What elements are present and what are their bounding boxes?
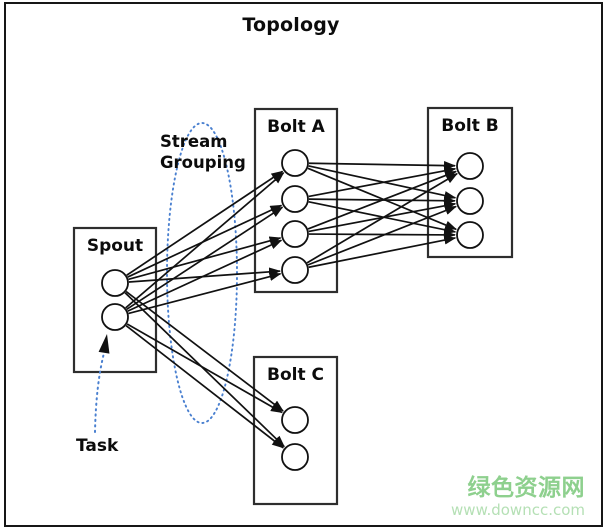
task-circle-spout-1: [101, 269, 129, 297]
stream-arrow-spout-to-bolt-c: [126, 323, 283, 414]
stream-arrow-bolt-a-to-bolt-b: [307, 205, 457, 266]
watermark-site-name: 绿色资源网: [467, 475, 585, 502]
task-circle-bolt-a-1: [281, 149, 309, 177]
stream-arrow-spout-to-bolt-c: [125, 324, 284, 449]
component-label-spout: Spout: [87, 236, 143, 256]
watermark: 绿色资源网 www.downcc.com: [451, 476, 585, 519]
task-circle-bolt-a-2: [281, 185, 309, 213]
task-circle-spout-2: [101, 303, 129, 331]
stream-arrow-bolt-a-to-bolt-b: [308, 235, 457, 269]
stream-arrow-spout-to-bolt-c: [124, 292, 285, 448]
stream-arrow-bolt-a-to-bolt-b: [308, 166, 457, 198]
stream-arrow-spout-to-bolt-a: [126, 206, 284, 311]
stream-arrow-bolt-a-to-bolt-b: [307, 167, 458, 231]
stream-grouping-ellipse: [166, 122, 238, 424]
task-circle-bolt-c-2: [281, 443, 309, 471]
component-label-bolt-b: Bolt B: [441, 116, 498, 136]
stream-arrow-spout-to-bolt-c: [125, 290, 284, 412]
task-label: Task: [76, 436, 119, 456]
watermark-site-url: www.downcc.com: [451, 501, 585, 520]
stream-arrow-bolt-a-to-bolt-b: [307, 170, 457, 230]
task-circle-bolt-b-2: [456, 187, 484, 215]
task-circle-bolt-a-3: [281, 220, 309, 248]
task-circle-bolt-a-4: [281, 256, 309, 284]
component-label-bolt-c: Bolt C: [267, 365, 324, 385]
task-circle-bolt-c-1: [281, 406, 309, 434]
diagram-title: Topology: [242, 14, 340, 36]
stream-arrow-bolt-a-to-bolt-b: [306, 172, 458, 264]
stream-arrow-spout-to-bolt-a: [125, 172, 285, 309]
stream-arrow-bolt-a-to-bolt-b: [308, 230, 457, 240]
stream-grouping-label: Stream Grouping: [160, 132, 246, 172]
stream-arrow-spout-to-bolt-a: [128, 272, 282, 315]
stream-arrow-spout-to-bolt-a: [127, 239, 283, 312]
task-circle-bolt-b-3: [456, 221, 484, 249]
stream-arrow-bolt-a-to-bolt-b: [308, 161, 457, 171]
component-label-bolt-a: Bolt A: [267, 117, 326, 137]
task-pointer-arrowhead: [98, 334, 110, 354]
stream-arrow-spout-to-bolt-a: [126, 170, 284, 276]
task-circle-bolt-b-1: [456, 152, 484, 180]
task-pointer-line: [94, 352, 105, 433]
